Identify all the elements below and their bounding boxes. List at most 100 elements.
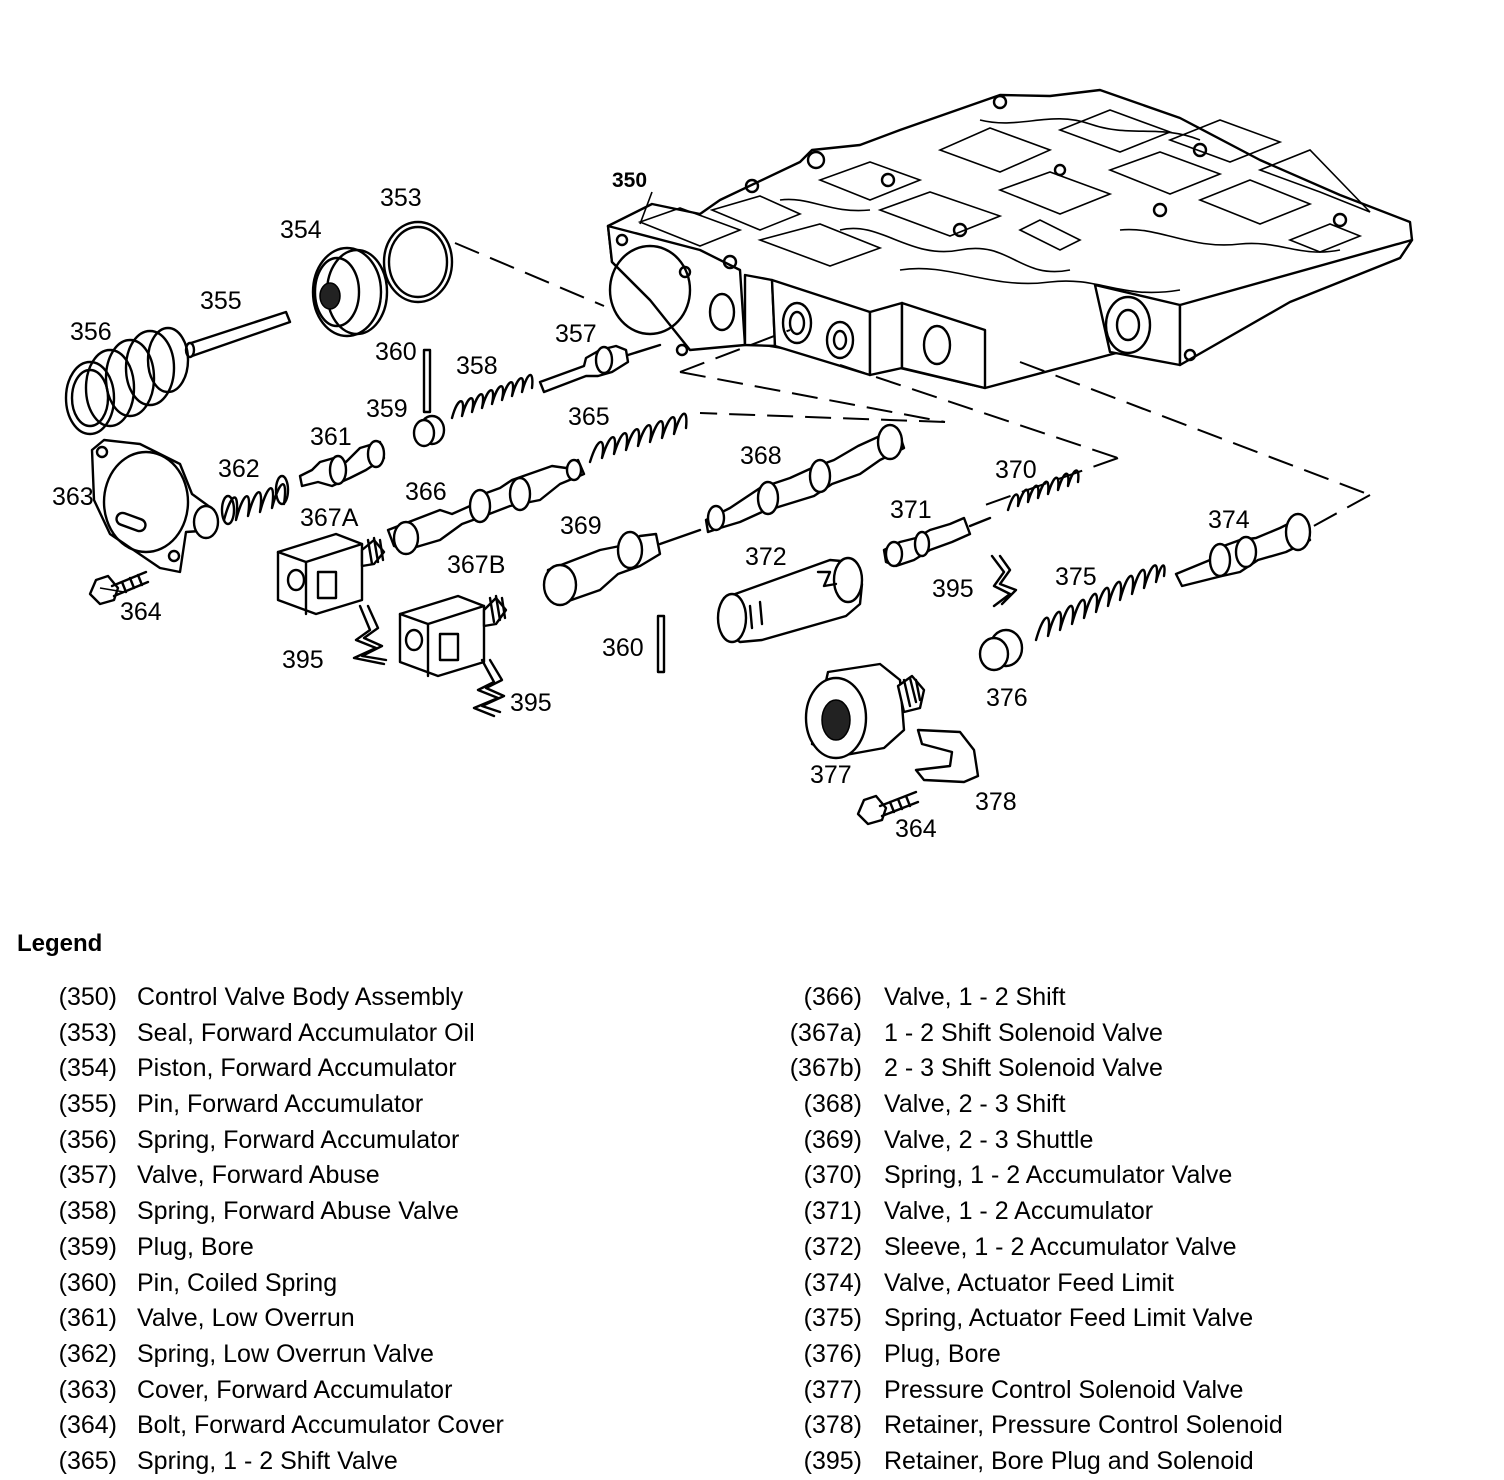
legend-code: (367a) <box>789 1018 862 1047</box>
pin-360-upper-drawing <box>422 348 432 414</box>
callout-371: 371 <box>890 496 932 524</box>
legend-row: (361)Valve, Low Overrun <box>0 1301 504 1337</box>
legend-code: (359) <box>58 1232 117 1261</box>
legend-code: (355) <box>58 1090 117 1119</box>
leader-lines <box>99 191 653 593</box>
retainer-378-drawing <box>914 728 980 784</box>
callout-357: 357 <box>555 320 597 348</box>
legend-code: (370) <box>803 1161 862 1190</box>
callout-350: 350 <box>612 169 647 192</box>
legend-description: Retainer, Pressure Control Solenoid <box>884 1411 1283 1440</box>
callout-369: 369 <box>560 512 602 540</box>
legend-row: (363)Cover, Forward Accumulator <box>0 1373 504 1409</box>
legend-code: (356) <box>58 1125 117 1154</box>
legend-description: Spring, 1 - 2 Shift Valve <box>137 1446 398 1475</box>
plug-359-drawing <box>412 414 446 448</box>
legend-description: Valve, 2 - 3 Shuttle <box>884 1125 1094 1154</box>
control-valve-body-drawing <box>606 88 1414 390</box>
legend-row: (362)Spring, Low Overrun Valve <box>0 1337 504 1373</box>
legend-title: Legend <box>17 930 103 957</box>
legend-description: Valve, 2 - 3 Shift <box>884 1090 1066 1119</box>
legend-description: Piston, Forward Accumulator <box>137 1054 457 1083</box>
legend-code: (395) <box>803 1446 862 1475</box>
callout-372: 372 <box>745 543 787 571</box>
legend-code: (357) <box>58 1161 117 1190</box>
legend-row: (371) Valve, 1 - 2 Accumulator <box>760 1194 1283 1230</box>
legend-description: Valve, 1 - 2 Accumulator <box>884 1197 1154 1226</box>
retainer-395-mid-drawing <box>472 658 506 718</box>
legend-code: (366) <box>803 983 862 1011</box>
legend-description: Spring, Actuator Feed Limit Valve <box>884 1304 1254 1333</box>
legend-description: 2 - 3 Shift Solenoid Valve <box>884 1054 1163 1083</box>
exploded-parts-diagram: 350 353 354 355 356 357 358 359 360 360 … <box>52 88 1414 843</box>
legend-code: (354) <box>58 1054 117 1083</box>
spring-356-drawing <box>64 326 190 436</box>
callout-353: 353 <box>380 184 422 212</box>
spring-365-drawing <box>588 412 688 464</box>
valve-366-drawing <box>386 458 586 556</box>
callout-374: 374 <box>1208 506 1250 534</box>
callout-labels: 350 353 354 355 356 357 358 359 360 360 … <box>52 169 1250 843</box>
legend-code: (371) <box>803 1197 862 1226</box>
legend-row: (354) Piston, Forward Accumulator <box>0 1051 504 1087</box>
legend-description: 1 - 2 Shift Solenoid Valve <box>884 1018 1163 1047</box>
callout-375: 375 <box>1055 563 1097 591</box>
callout-365: 365 <box>568 403 610 431</box>
bolt-364-left-drawing <box>88 570 150 606</box>
cover-363-drawing <box>90 438 220 574</box>
callout-368: 368 <box>740 442 782 470</box>
legend-left-column: (350)Control Valve Body Assembly(353)Sea… <box>0 980 504 1480</box>
callout-364-right: 364 <box>895 815 937 843</box>
legend-row: (357)Valve, Forward Abuse <box>0 1158 504 1194</box>
legend-row: (358)Spring, Forward Abuse Valve <box>0 1194 504 1230</box>
legend-row: (367a) 1 - 2 Shift Solenoid Valve <box>760 1016 1283 1052</box>
legend-description: Valve, 1 - 2 Shift <box>884 983 1066 1011</box>
sleeve-372-drawing <box>716 556 864 644</box>
solenoid-377-drawing <box>804 662 926 760</box>
alignment-lines <box>454 242 1371 529</box>
legend-description: Spring, Forward Accumulator <box>137 1125 460 1154</box>
legend-row: (355)Pin, Forward Accumulator <box>0 1087 504 1123</box>
callout-355: 355 <box>200 287 242 315</box>
pin-360-lower-drawing <box>656 614 666 674</box>
legend-right-column: (366) Valve, 1 - 2 Shift (367a) 1 - 2 Shift… <box>760 980 1283 1480</box>
legend-description: Valve, Actuator Feed Limit <box>884 1268 1174 1297</box>
spring-362-drawing <box>220 474 290 526</box>
callout-366: 366 <box>405 478 447 506</box>
legend-description: Pin, Coiled Spring <box>137 1268 338 1297</box>
legend-row: (366) Valve, 1 - 2 Shift <box>760 980 1283 1016</box>
legend-row: (364)Bolt, Forward Accumulator Cover <box>0 1408 504 1444</box>
callout-364-left: 364 <box>120 598 162 626</box>
legend-code: (353) <box>58 1018 117 1047</box>
legend-code: (368) <box>803 1090 862 1119</box>
legend-row: (378)Retainer, Pressure Control Solenoid <box>760 1408 1283 1444</box>
valve-357-drawing <box>538 343 662 394</box>
callout-356: 356 <box>70 318 112 346</box>
valve-369-drawing <box>542 528 702 607</box>
legend-description: Retainer, Bore Plug and Solenoid <box>884 1446 1254 1475</box>
legend-row: (377)Pressure Control Solenoid Valve <box>760 1373 1283 1409</box>
legend-row: (369)Valve, 2 - 3 Shuttle <box>760 1123 1283 1159</box>
pin-355-drawing <box>184 310 292 359</box>
callout-360-upper: 360 <box>375 338 417 366</box>
legend-row: (359)Plug, Bore <box>0 1230 504 1266</box>
legend-code: (361) <box>58 1304 117 1333</box>
legend-row: (374)Valve, Actuator Feed Limit <box>760 1266 1283 1302</box>
legend-row: (360)Pin, Coiled Spring <box>0 1266 504 1302</box>
valve-374-drawing <box>1174 512 1312 588</box>
spring-358-drawing <box>450 373 534 420</box>
legend-description: Plug, Bore <box>884 1339 1001 1368</box>
spring-370-drawing <box>1006 469 1080 512</box>
legend-description: Sleeve, 1 - 2 Accumulator Valve <box>884 1232 1237 1261</box>
legend-code: (367b) <box>789 1054 862 1083</box>
valve-368-drawing <box>704 423 906 534</box>
callout-370: 370 <box>995 456 1037 484</box>
legend-code: (372) <box>803 1232 862 1261</box>
valve-361-drawing <box>298 439 386 488</box>
callout-395-right: 395 <box>932 575 974 603</box>
callout-354: 354 <box>280 216 322 244</box>
legend-code: (364) <box>58 1411 117 1440</box>
legend-row: (365)Spring, 1 - 2 Shift Valve <box>0 1444 504 1480</box>
legend-code: (350) <box>58 983 117 1011</box>
seal-353-drawing <box>382 220 454 304</box>
